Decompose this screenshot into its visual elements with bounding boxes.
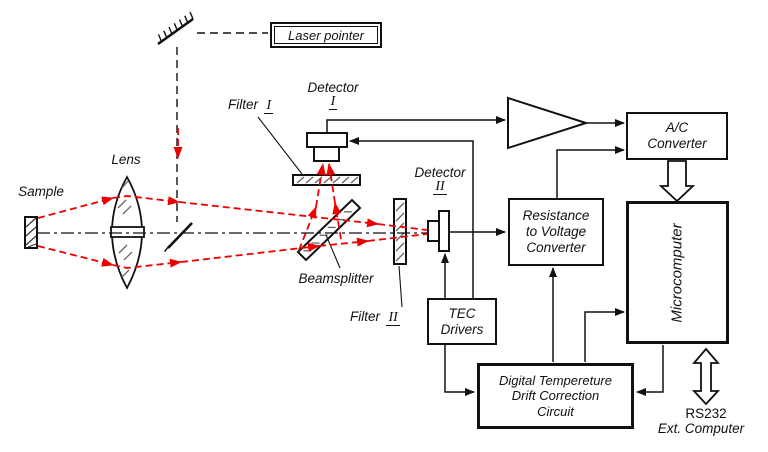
fold-mirror-icon [163, 222, 193, 252]
detector-1-numeral: I [328, 94, 338, 110]
rs232-arrow-icon [691, 347, 721, 406]
wall-mirror-icon [157, 11, 194, 46]
drift-correction-box: Digital Tempereture Drift Correction Cir… [477, 363, 634, 429]
r2v-line-1: Resistance [522, 208, 590, 223]
dtdcc-line-3: Circuit [537, 403, 574, 419]
ac-line-1: A/C [665, 120, 689, 135]
detector-2-numeral: II [433, 179, 447, 195]
detector-1-icon [306, 132, 348, 162]
rs232-label: RS232 [685, 406, 727, 421]
filter-2-numeral: II [386, 310, 400, 326]
filter-2-icon [393, 198, 407, 265]
filter-1-icon [292, 174, 361, 186]
filter-2-label: Filter II [350, 309, 400, 326]
lens-label: Lens [111, 152, 141, 167]
amplifier-icon [507, 96, 590, 150]
tec-line-1: TEC [448, 305, 476, 321]
tec-drivers-box: TEC Drivers [427, 298, 497, 345]
signal-wires [326, 116, 664, 396]
r2v-line-3: Converter [526, 240, 586, 255]
detector-2-label: Detector II [406, 165, 474, 195]
detector-1-label: Detector I [299, 80, 367, 110]
laser-pointer-box: Laser pointer [270, 22, 382, 48]
beamsplitter-label: Beamsplitter [298, 271, 374, 286]
ac-converter-box: A/C Converter [626, 112, 728, 160]
ac-to-micro-arrow-icon [658, 160, 696, 203]
r2v-line-2: to Voltage [525, 224, 587, 239]
laser-dashed-path [176, 32, 268, 222]
laser-beam-paths [37, 128, 428, 269]
filter-1-label: Filter I [228, 97, 274, 114]
dtdcc-line-2: Drift Correction [511, 388, 600, 404]
ext-computer-label: Ext. Computer [657, 421, 745, 436]
filter-2-text: Filter [350, 309, 380, 324]
detector-1-text: Detector [307, 80, 359, 95]
beamsplitter-icon [296, 198, 362, 262]
label-pointer-lines [257, 116, 403, 308]
resistance-to-voltage-box: Resistance to Voltage Converter [508, 198, 604, 266]
filter-1-text: Filter [228, 97, 258, 112]
detector-2-text: Detector [414, 165, 466, 180]
microcomputer-box: Microcomputer [626, 201, 729, 344]
filter-1-numeral: I [264, 98, 274, 114]
sample-icon [24, 216, 38, 249]
tec-line-2: Drivers [440, 321, 484, 337]
detector-2-icon [427, 210, 450, 252]
laser-pointer-label: Laser pointer [274, 26, 378, 44]
dtdcc-line-1: Digital Tempereture [499, 372, 612, 388]
sample-label: Sample [18, 184, 64, 199]
microcomputer-label: Microcomputer [668, 222, 686, 323]
ac-line-2: Converter [647, 136, 707, 151]
